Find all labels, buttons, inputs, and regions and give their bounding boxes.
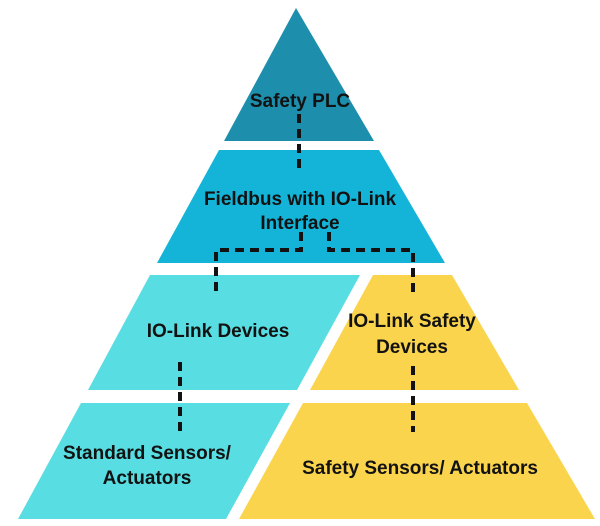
level3-right-label-line2: Devices bbox=[376, 337, 448, 358]
connector-fieldbus-to-io-link-devices bbox=[214, 232, 303, 297]
label-group: Safety PLC Fieldbus with IO-Link Interfa… bbox=[63, 91, 538, 489]
level4-safety-sensors-shape bbox=[239, 403, 595, 519]
level4-standard-sensors-shape bbox=[18, 403, 290, 519]
connector-fieldbus-to-io-link-safety-devices bbox=[327, 232, 415, 297]
connector-group bbox=[178, 114, 415, 432]
level2-label-line2: Interface bbox=[260, 213, 339, 234]
level4-left-label-line2: Actuators bbox=[103, 468, 192, 489]
level4-left-label-line1: Standard Sensors/ bbox=[63, 443, 232, 464]
level1-label: Safety PLC bbox=[250, 91, 351, 112]
level3-io-link-devices-shape bbox=[88, 275, 360, 390]
level2-fieldbus-shape bbox=[157, 150, 445, 263]
level3-right-label-line1: IO-Link Safety bbox=[348, 311, 476, 332]
level3-io-link-safety-devices-shape bbox=[310, 275, 519, 390]
level2-label-line1: Fieldbus with IO-Link bbox=[204, 189, 397, 210]
level1-safety-plc-shape bbox=[224, 8, 374, 141]
level4-right-label: Safety Sensors/ Actuators bbox=[302, 458, 538, 479]
level3-left-label: IO-Link Devices bbox=[147, 321, 290, 342]
